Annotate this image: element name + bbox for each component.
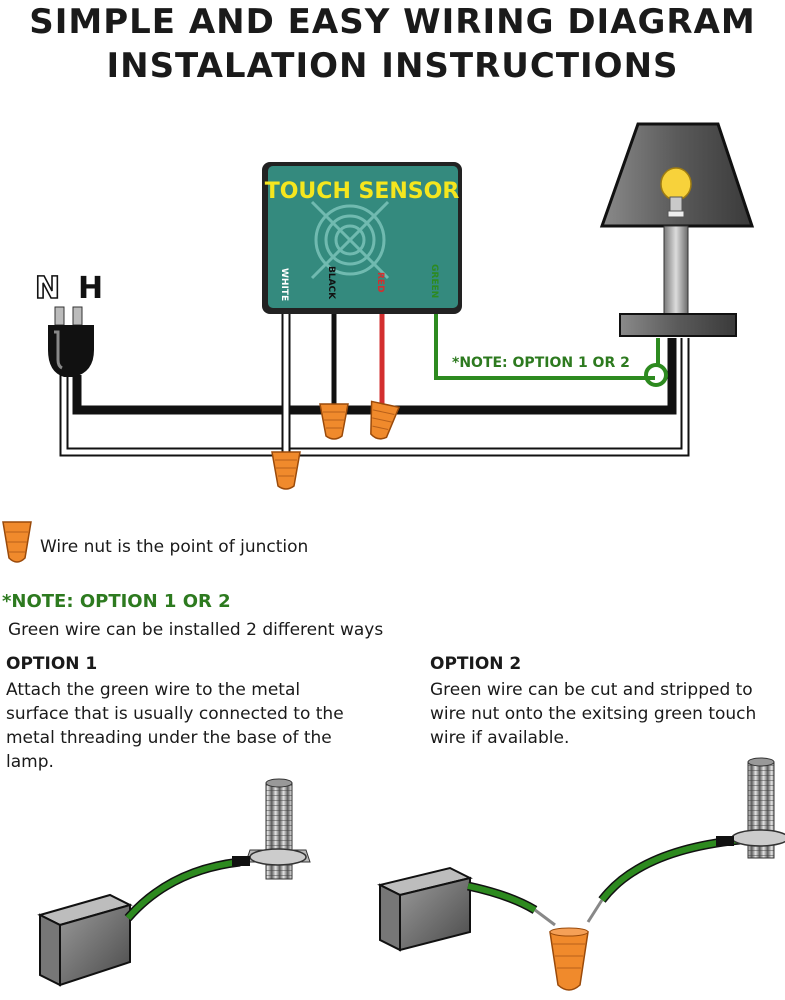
wire-nut-icon-red [370, 400, 401, 440]
note-body: Green wire can be installed 2 different … [8, 620, 384, 640]
plug-hot-label: H [78, 271, 103, 306]
option2-body: Green wire can be cut and stripped to wi… [430, 680, 757, 748]
green-sensor-lead [434, 312, 655, 380]
note-heading: *NOTE: OPTION 1 OR 2 [2, 591, 231, 612]
plug-labels: N H [34, 270, 103, 307]
sensor-wire-label-green: GREEN [429, 264, 439, 298]
option2-wire-nut-icon [549, 927, 589, 991]
wire-nut-icon-black [319, 403, 349, 440]
plug-icon [48, 306, 94, 377]
legend-text: Wire nut is the point of junction [40, 537, 309, 557]
touch-sensor-box: TOUCH SENSOR WHITE BLACK RED GREEN [262, 162, 462, 314]
wire-nut-icon-white [271, 451, 301, 490]
option1-body: Attach the green wire to the metal surfa… [6, 680, 344, 772]
sensor-label: TOUCH SENSOR [265, 179, 460, 204]
title-line-1: SIMPLE AND EASY WIRING DIAGRAM [29, 2, 756, 42]
sensor-wire-label-black: BLACK [326, 266, 336, 300]
black-wire-hot [72, 338, 677, 415]
title-line-2: INSTALATION INSTRUCTIONS [106, 46, 679, 86]
option1-heading: OPTION 1 [6, 654, 98, 674]
option2-illustration [377, 757, 785, 991]
sensor-wire-label-white: WHITE [279, 268, 289, 301]
diagram-note: *NOTE: OPTION 1 OR 2 [452, 355, 630, 371]
plug-neutral-label: N [35, 271, 60, 306]
sensor-wire-label-red: RED [375, 272, 385, 293]
touch-target-icon [310, 200, 390, 280]
green-ground-ring [644, 363, 668, 387]
option2-heading: OPTION 2 [430, 654, 522, 674]
legend-wire-nut-icon [2, 521, 32, 563]
option1-illustration [37, 778, 311, 987]
lamp-icon [599, 122, 755, 337]
